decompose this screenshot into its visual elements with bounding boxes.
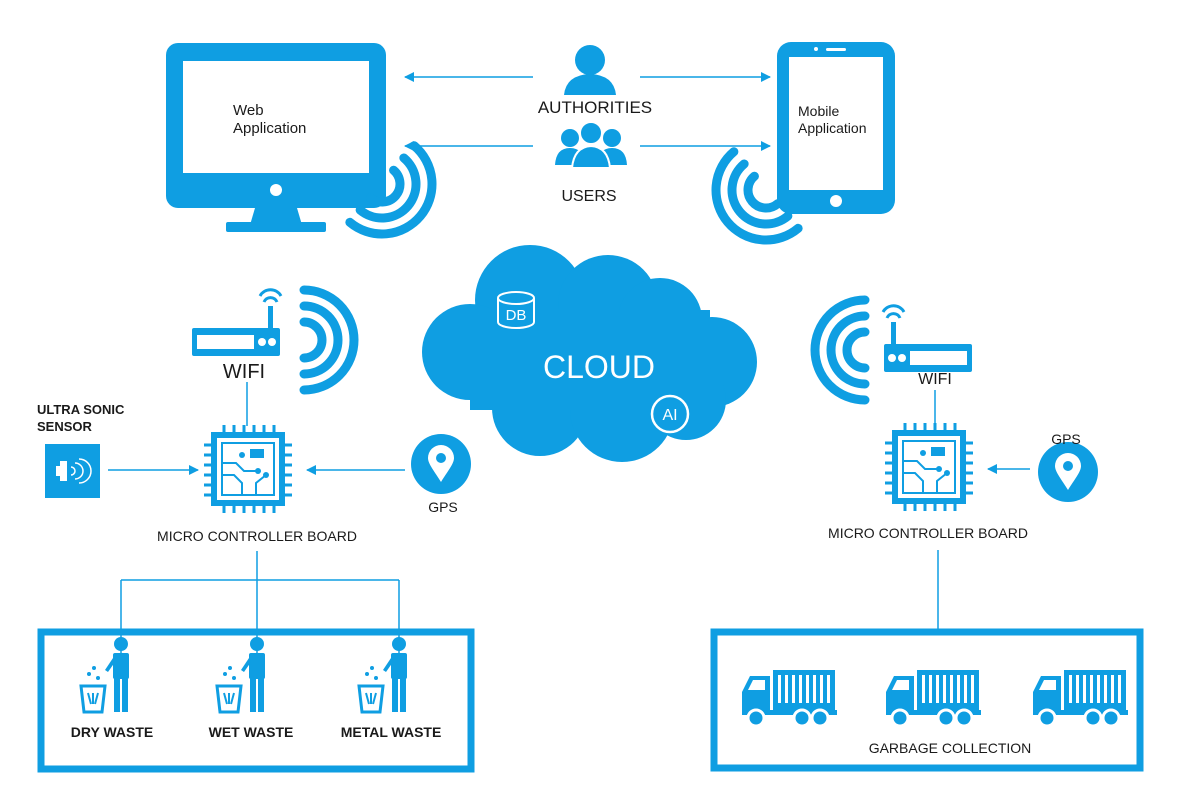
ai-icon: [650, 394, 690, 434]
mobile-app-label-2: Application: [798, 120, 867, 136]
wifi-label-right: WIFI: [918, 371, 952, 388]
gps-pin-icon: [1038, 442, 1098, 502]
router-icon: [881, 304, 974, 374]
web-app-label-2: Application: [233, 120, 306, 137]
bin-label-metal: METAL WASTE: [341, 724, 442, 740]
ultrasonic-sensor-icon: [45, 444, 100, 498]
garbage-truck-icon: [884, 668, 983, 728]
cloud-label: CLOUD: [543, 349, 655, 385]
wifi-label-left: WIFI: [223, 361, 265, 383]
garbage-truck-icon: [1031, 668, 1130, 728]
users-icon: [555, 121, 627, 169]
wifi-signal-icon: [304, 290, 354, 390]
bins-container: [37, 628, 475, 773]
garbage-collection-label: GARBAGE COLLECTION: [869, 740, 1032, 756]
users-label: USERS: [561, 188, 616, 205]
sensor-label-1: ULTRA SONIC: [37, 402, 125, 417]
sensor-label-2: SENSOR: [37, 419, 93, 434]
board-label-right: MICRO CONTROLLER BOARD: [828, 525, 1028, 541]
ai-label: AI: [662, 407, 677, 424]
authorities-label: AUTHORITIES: [538, 98, 652, 117]
bin-label-dry: DRY WASTE: [71, 724, 153, 740]
trash-bin-person-icon: [357, 635, 409, 714]
gps-pin-icon: [411, 434, 471, 494]
microcontroller-chip-icon: [204, 425, 292, 513]
trash-bin-person-icon: [215, 635, 267, 714]
garbage-truck-icon: [740, 668, 839, 728]
gps-label-right: GPS: [1051, 431, 1081, 447]
trucks-container: [710, 628, 1144, 772]
gps-label-left: GPS: [428, 499, 458, 515]
arrows-top: [404, 72, 771, 151]
database-icon: [497, 291, 535, 329]
monitor-icon: [166, 43, 386, 232]
board-label-left: MICRO CONTROLLER BOARD: [157, 528, 357, 544]
router-icon: [190, 288, 283, 358]
bin-label-wet: WET WASTE: [209, 724, 294, 740]
db-label: DB: [506, 307, 527, 324]
cloud-icon: [422, 245, 757, 462]
mobile-app-label-1: Mobile: [798, 103, 839, 119]
wifi-signal-icon: [815, 300, 865, 400]
trash-bin-person-icon: [79, 635, 131, 714]
tablet-icon: [777, 42, 895, 214]
web-app-label-1: Web: [233, 102, 264, 119]
microcontroller-chip-icon: [885, 423, 973, 511]
authorities-icon: [564, 45, 616, 95]
